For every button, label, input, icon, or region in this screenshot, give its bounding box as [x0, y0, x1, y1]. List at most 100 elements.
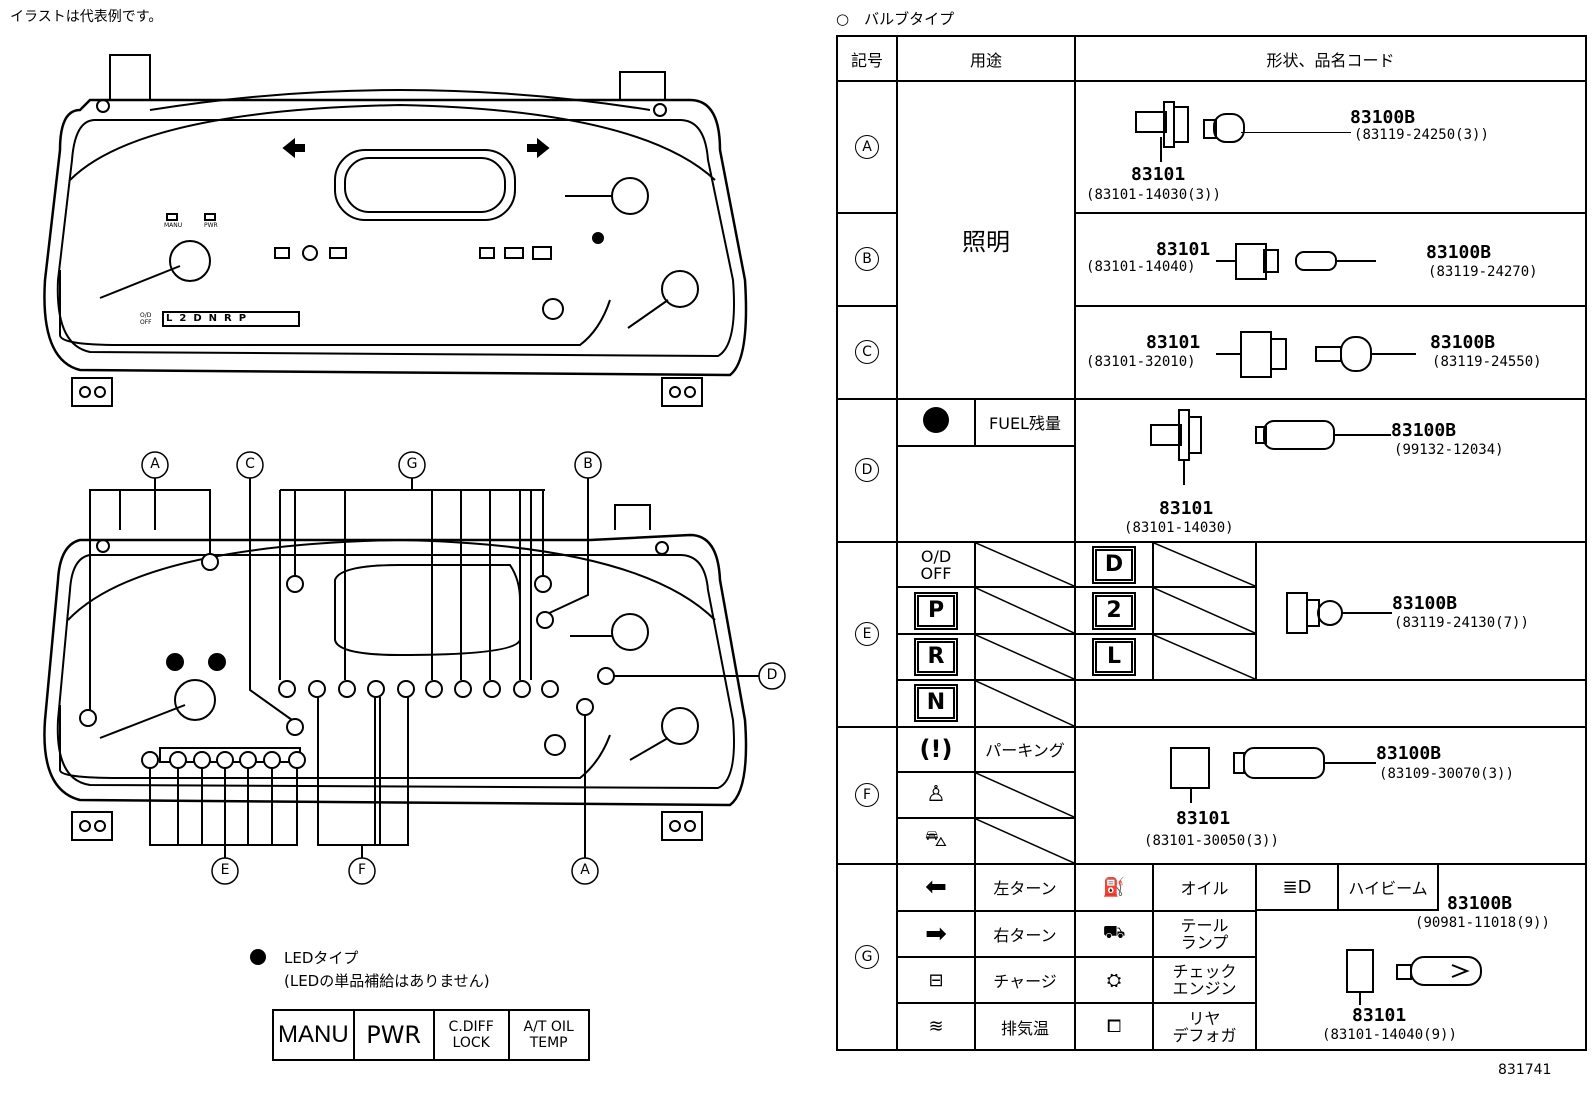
- gear-2: 2: [179, 313, 187, 324]
- callout-a-bottom: A: [580, 862, 590, 878]
- row-d-shape: 83101 (83101-14030) 83100B (99132-12034): [1074, 397, 1588, 543]
- led-at-oil-temp: A/T OIL TEMP: [507, 1009, 590, 1061]
- bulb-type-title: ○ バルブタイプ: [836, 10, 955, 28]
- top-cluster-drawing: [43, 54, 748, 407]
- row-b-shape: 83101 (83101-14040) 83100B (83119-24270): [1074, 211, 1588, 307]
- oil-icon: ⛽: [1074, 863, 1155, 912]
- header-usage: 用途: [895, 34, 1077, 83]
- row-f-bulb-code: (83109-30070(3)): [1379, 765, 1514, 782]
- row-e-bulb-code: (83119-24130(7)): [1394, 614, 1529, 631]
- g-check-engine: チェック エンジン: [1152, 955, 1258, 1005]
- symbol-a: A: [855, 135, 879, 160]
- gear-p-icon: P: [914, 591, 958, 630]
- callout-d: D: [766, 667, 778, 683]
- row-c-bulb-pn: 83100B: [1430, 331, 1496, 353]
- led-dot-icon: [923, 407, 949, 434]
- led-table: MANU PWR C.DIFF LOCK A/T OIL TEMP: [272, 1009, 590, 1061]
- g-charge: チャージ: [973, 955, 1077, 1005]
- row-a-bulb-pn: 83100B: [1350, 107, 1416, 129]
- gear-d-icon: D: [1092, 545, 1137, 584]
- symbol-d: D: [855, 458, 879, 483]
- g-oil: オイル: [1152, 863, 1258, 912]
- symbol-b: B: [855, 247, 879, 272]
- row-f-socket-code: (83101-30050(3)): [1144, 832, 1279, 849]
- led-legend-title: LEDタイプ: [284, 949, 359, 967]
- socket-bulb-icon: [1216, 330, 1417, 378]
- row-c-shape: 83101 (83101-32010) 83100B (83119-24550): [1074, 304, 1588, 400]
- socket-bulb-icon: [1170, 746, 1377, 803]
- tail-lamp-icon: ⛟: [1074, 909, 1155, 958]
- row-e-shape: 83100B (83119-24130(7)): [1255, 540, 1588, 682]
- socket-bulb-icon: [1135, 101, 1246, 163]
- gear-l-icon: L: [1092, 638, 1137, 677]
- header-shape-code: 形状、品名コード: [1074, 34, 1588, 83]
- row-b-socket-code: (83101-14040): [1086, 258, 1196, 275]
- lighting-usage: 照明: [895, 80, 1077, 400]
- gear-n-icon: N: [914, 684, 958, 723]
- row-g-shape: ≣D ハイビーム 83100B (90981-11018(9)) 83101 (…: [1255, 863, 1588, 1051]
- bulb-type-table: 記号 用途 形状、品名コード A 照明 83101 (83101-14030(3…: [836, 34, 1588, 1051]
- row-a-bulb-code: (83119-24250(3)): [1354, 127, 1489, 144]
- seatbelt-icon: ♙: [896, 771, 976, 819]
- callout-b: B: [583, 456, 593, 472]
- socket-bulb-icon: [1346, 949, 1483, 1006]
- callout-e: E: [220, 862, 230, 878]
- socket-bulb-icon: [1150, 408, 1392, 485]
- pwr-indicator-label: PWR: [204, 222, 218, 229]
- right-turn-icon: ➡: [896, 909, 976, 958]
- fuel-indicator-dot: [896, 397, 976, 447]
- g-rear-defogger: リヤ デフォガ: [1152, 1002, 1258, 1051]
- led-cdiff-lock: C.DIFF LOCK: [432, 1009, 510, 1061]
- left-turn-icon: ⬅: [896, 863, 976, 912]
- socket-bulb-icon: [1216, 242, 1377, 280]
- row-d-socket-pn: 83101: [1159, 497, 1214, 519]
- row-d-usage: FUEL残量: [973, 397, 1077, 447]
- row-d-empty: [895, 444, 1077, 543]
- row-g-bulb-code: (90981-11018(9)): [1415, 915, 1550, 932]
- callout-a-top: A: [150, 456, 160, 472]
- row-c-bulb-code: (83119-24550): [1432, 353, 1542, 370]
- row-f-usage: パーキング: [973, 725, 1077, 774]
- gear-row: L 2 D N R P: [166, 313, 246, 324]
- bottom-cluster-drawing: [43, 478, 760, 858]
- row-a-shape: 83101 (83101-14030(3)) 83100B (83119-242…: [1074, 80, 1588, 214]
- cluster-diagrams: [43, 54, 786, 965]
- gear-r-icon: R: [914, 638, 958, 677]
- gear-p: P: [238, 313, 247, 324]
- gear-r: R: [224, 313, 232, 324]
- manu-indicator-label: MANU: [164, 222, 183, 229]
- g-tail-lamp: テール ランプ: [1152, 909, 1258, 958]
- row-b-bulb-code: (83119-24270): [1428, 263, 1538, 280]
- gear-2-icon: 2: [1092, 591, 1137, 630]
- battery-icon: ⊟: [896, 955, 976, 1005]
- symbol-e: E: [855, 622, 879, 647]
- led-pwr: PWR: [352, 1009, 435, 1061]
- gear-n: N: [208, 313, 218, 324]
- od-off-label: O/D OFF: [140, 312, 152, 326]
- gear-l: L: [166, 313, 173, 324]
- row-d-bulb-code: (99132-12034): [1394, 441, 1504, 458]
- g-exhaust-temp: 排気温: [973, 1002, 1077, 1051]
- callout-c: C: [245, 456, 255, 472]
- row-b-socket-pn: 83101: [1156, 238, 1211, 260]
- row-g-bulb-pn: 83100B: [1447, 893, 1513, 915]
- high-beam-icon: ≣D: [1257, 865, 1340, 912]
- od-off-usage: O/D OFF: [896, 540, 976, 589]
- row-g-socket-code: (83101-14040(9)): [1322, 1027, 1457, 1044]
- callout-g: G: [406, 456, 418, 472]
- row-g-socket-pn: 83101: [1352, 1005, 1407, 1027]
- symbol-g: G: [855, 945, 879, 970]
- gear-d: D: [193, 313, 202, 324]
- row-f-socket-pn: 83101: [1176, 807, 1231, 829]
- row-f-bulb-pn: 83100B: [1376, 742, 1442, 764]
- bulb-icon: [1286, 591, 1393, 634]
- row-a-socket-code: (83101-14030(3)): [1086, 187, 1221, 204]
- row-a-socket-pn: 83101: [1131, 164, 1186, 186]
- g-high-beam: ハイビーム: [1339, 865, 1440, 912]
- row-f-shape: 83101 (83101-30050(3)) 83100B (83109-300…: [1074, 725, 1588, 866]
- symbol-f: F: [855, 783, 879, 808]
- callout-f: F: [357, 862, 367, 878]
- rear-defogger-icon: ⧠: [1074, 1002, 1155, 1051]
- header-symbol: 記号: [836, 34, 898, 83]
- g-left-turn: 左ターン: [973, 863, 1077, 912]
